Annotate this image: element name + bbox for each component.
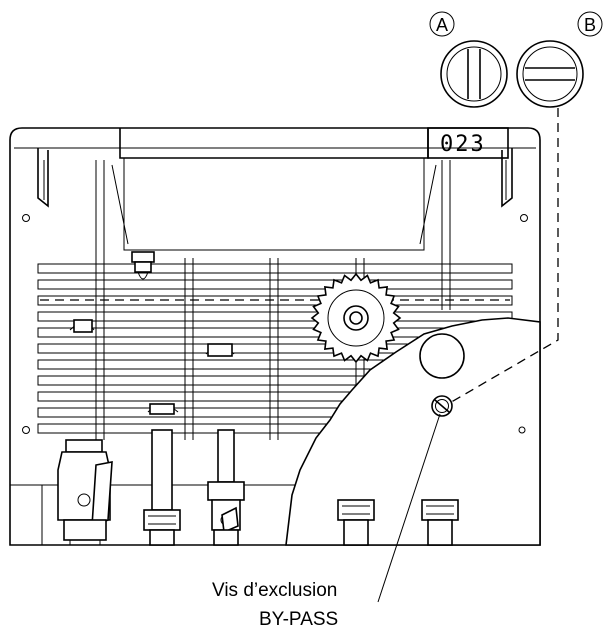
- knob-ring: [343, 305, 369, 331]
- bypass-housing-circle: [419, 333, 465, 379]
- louver-slat: [37, 279, 513, 290]
- callout-b: B: [516, 11, 603, 108]
- rotary-knob[interactable]: [310, 272, 402, 364]
- callout-a-label: A: [436, 15, 448, 35]
- louver-slat: [37, 263, 513, 274]
- detail-leader-dashed: [447, 108, 559, 405]
- knob-gear-icon: [310, 272, 402, 364]
- cutaway-panel: [285, 317, 541, 546]
- knob-ring: [327, 289, 385, 347]
- drain-nut: [131, 251, 155, 280]
- bypass-screw[interactable]: [431, 395, 453, 417]
- slotted-screw-horizontal-icon: [516, 40, 584, 108]
- code-label: 023: [440, 132, 486, 157]
- louver-slat: [37, 295, 513, 306]
- bottom-fittings: [57, 429, 459, 546]
- louver-slat: [37, 311, 513, 322]
- callout-a: A: [429, 11, 508, 108]
- callout-b-label: B: [584, 15, 596, 35]
- knob-ring: [349, 311, 363, 325]
- internal-fittings: [69, 319, 235, 415]
- slotted-screw-vertical-icon: [440, 40, 508, 108]
- caption-line-2: BY-PASS: [259, 609, 338, 630]
- caption-leader: [377, 413, 441, 603]
- caption-line-1: Vis d’exclusion: [212, 580, 337, 601]
